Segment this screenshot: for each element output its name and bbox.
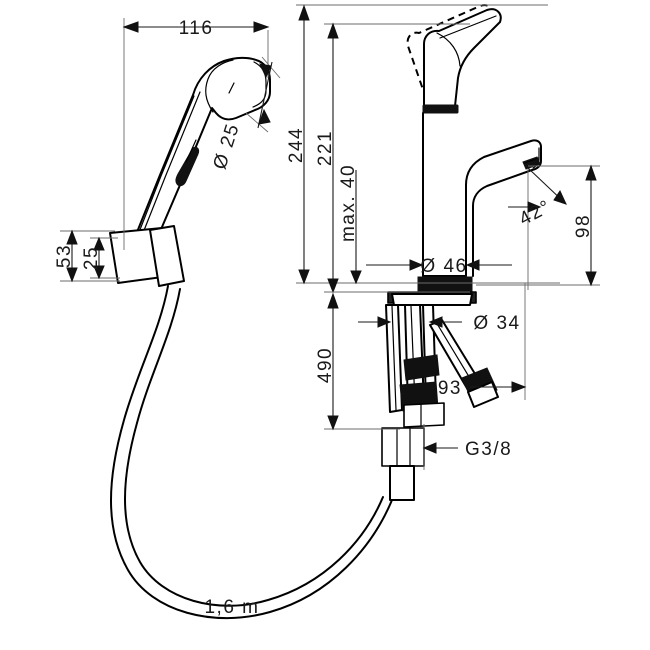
spray-face-line: [252, 61, 267, 108]
dim-490-label: 490: [315, 347, 336, 383]
spray-head-contour-2: [138, 91, 201, 244]
dim-98: 98: [476, 164, 600, 287]
dim-diameter-46: Ø 46: [366, 256, 512, 277]
shank-line-b: [391, 305, 397, 411]
dim-diameter-34-label: Ø 34: [473, 313, 520, 334]
dim-25-bracket-label: 25: [81, 246, 102, 270]
dim-116: 116: [122, 18, 270, 250]
aerator-edge: [524, 157, 539, 164]
spray-head-contour-3: [133, 95, 195, 246]
dim-max-40: max. 40: [338, 164, 362, 285]
mixer-assembly: [381, 4, 542, 501]
supply-tail: [389, 465, 415, 501]
dim-221-label: 221: [315, 130, 336, 166]
base-collar: [391, 293, 473, 306]
connection-block-upper: [403, 354, 440, 381]
dim-98-label: 98: [573, 214, 594, 238]
dim-25-bracket: 25: [81, 236, 120, 280]
dim-53: 53: [54, 229, 120, 283]
aerator: [522, 156, 541, 170]
dim-93: 93: [438, 283, 527, 400]
mixer-lever: [423, 8, 502, 107]
lever-crease: [436, 32, 461, 67]
dim-g38: G3/8: [422, 424, 512, 470]
mixer-body-and-spout: [422, 112, 542, 277]
spray-trigger-button: [175, 146, 200, 187]
dim-diameter-25-label: Ø 25: [209, 121, 244, 172]
dim-244: 244: [286, 4, 560, 285]
supply-connection-nut: [381, 427, 425, 467]
hose-outer: [110, 285, 393, 620]
spray-head-tick: [228, 82, 235, 94]
hand-spray-assembly: [109, 56, 393, 620]
base-flange: [417, 276, 473, 293]
dim-diameter-34: Ø 34: [358, 313, 520, 334]
dim-490: 490: [315, 291, 420, 431]
dim-53-label: 53: [54, 244, 75, 268]
dim-42-degrees: 42°: [508, 167, 567, 290]
hand-spray-head: [130, 56, 271, 256]
connection-nut: [403, 402, 445, 428]
diverter-outlet-tip: [467, 381, 499, 408]
dim-93-label: 93: [438, 378, 462, 399]
dim-diameter-46-label: Ø 46: [420, 256, 467, 277]
spray-grip-line: [185, 139, 197, 163]
spray-head-contour-1: [205, 59, 234, 113]
lever-top-line: [439, 15, 497, 39]
diverter-arm-line: [435, 321, 475, 386]
dim-max-40-label: max. 40: [338, 164, 359, 242]
dim-244-label: 244: [286, 127, 307, 163]
bracket-sleeve-line: [173, 225, 185, 282]
hose-inner: [124, 288, 384, 607]
dim-116-label: 116: [179, 18, 214, 39]
dim-hose-length-label: 1,6 m: [204, 597, 259, 618]
lever-base-band: [422, 104, 459, 114]
dim-42-degrees-label: 42°: [516, 196, 555, 230]
dim-g38-label: G3/8: [465, 439, 512, 460]
